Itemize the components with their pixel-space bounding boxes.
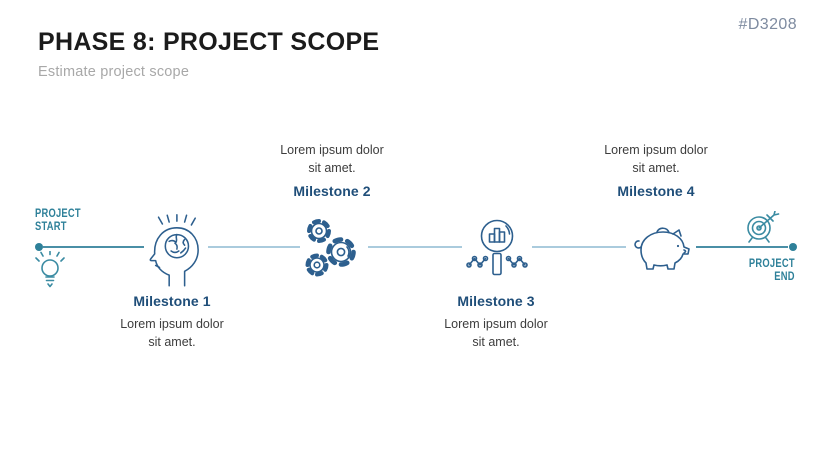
timeline-segment-1-2 [208, 246, 300, 248]
milestone-3-block: Milestone 3 Lorem ipsum dolor sit amet. [416, 293, 576, 351]
page-title: PHASE 8: PROJECT SCOPE [38, 28, 380, 56]
milestone-2-block: Lorem ipsum dolor sit amet. Milestone 2 [252, 142, 412, 199]
piggy-bank-icon [627, 222, 695, 274]
project-start-label: PROJECT START [35, 206, 81, 234]
project-end-label: PROJECT END [749, 256, 795, 284]
milestone-4-label: Milestone 4 [617, 183, 695, 199]
milestone-2-label: Milestone 2 [293, 183, 371, 199]
template-code: #D3208 [738, 16, 797, 33]
timeline-segment-2-3 [368, 246, 462, 248]
milestone-4-block: Lorem ipsum dolor sit amet. Milestone 4 [576, 142, 736, 199]
magnifier-chart-icon [464, 215, 530, 279]
page-subtitle: Estimate project scope [38, 64, 190, 80]
milestone-3-label: Milestone 3 [457, 293, 535, 309]
target-arrow-icon [743, 211, 781, 245]
milestone-1-label: Milestone 1 [133, 293, 211, 309]
milestone-4-description: Lorem ipsum dolor sit amet. [604, 143, 708, 175]
gears-icon [301, 216, 361, 278]
timeline-segment-3-4 [532, 246, 626, 248]
timeline-segment-start [43, 246, 144, 248]
timeline-segment-end [696, 246, 788, 248]
milestone-2-description: Lorem ipsum dolor sit amet. [280, 143, 384, 175]
milestone-1-block: Milestone 1 Lorem ipsum dolor sit amet. [92, 293, 252, 351]
timeline-end-dot [789, 243, 797, 251]
head-with-brain-icon [146, 214, 202, 288]
timeline-start-dot [35, 243, 43, 251]
milestone-1-description: Lorem ipsum dolor sit amet. [120, 317, 224, 349]
milestone-3-description: Lorem ipsum dolor sit amet. [444, 317, 548, 349]
lightbulb-icon [33, 251, 67, 295]
